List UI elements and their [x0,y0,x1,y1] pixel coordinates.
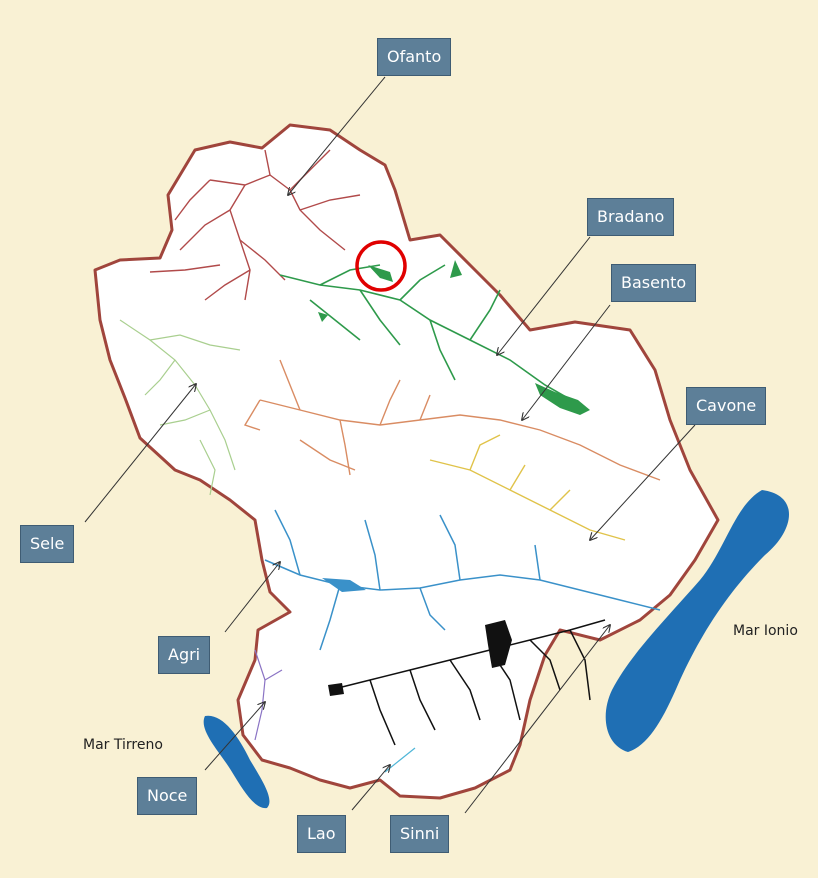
lake-agri [322,578,366,592]
label-noce: Noce [137,777,198,815]
lake-bradano-north [450,260,462,278]
lake-sinni-small [328,683,344,696]
river-ofanto [149,149,361,301]
label-mar-tirreno: Mar Tirreno [83,737,163,753]
leader-ofanto [288,76,386,195]
leader-cavone [590,424,696,540]
river-agri [264,509,661,651]
leader-lines [84,76,696,814]
lake-bradano-east [535,383,590,415]
lake-bradano-circled [368,265,393,282]
label-cavone: Cavone [686,387,767,425]
leader-bradano [497,236,591,355]
label-sele: Sele [20,525,75,563]
leader-sele [84,384,196,523]
sea-ionian [605,490,790,752]
label-ofanto: Ofanto [377,38,452,76]
leader-agri [224,562,280,633]
river-cavone [429,434,626,541]
leader-lao [351,765,390,811]
label-basento: Basento [611,264,697,302]
river-sele [119,319,241,496]
label-mar-ionio: Mar Ionio [733,623,798,639]
label-bradano: Bradano [587,198,675,236]
river-basento [243,359,661,481]
leader-sinni [464,625,610,814]
label-sinni: Sinni [390,815,450,853]
lake-bradano-west [318,312,328,322]
leader-noce [204,702,265,771]
region-outline [93,123,720,800]
river-noce [254,649,283,741]
leader-basento [522,304,611,420]
lake-sinni-main [485,620,512,668]
sea-tyrrhenian [203,715,270,809]
highlight-circle [355,240,407,292]
river-sinni [329,619,606,746]
label-lao: Lao [297,815,346,853]
label-agri: Agri [158,636,211,674]
